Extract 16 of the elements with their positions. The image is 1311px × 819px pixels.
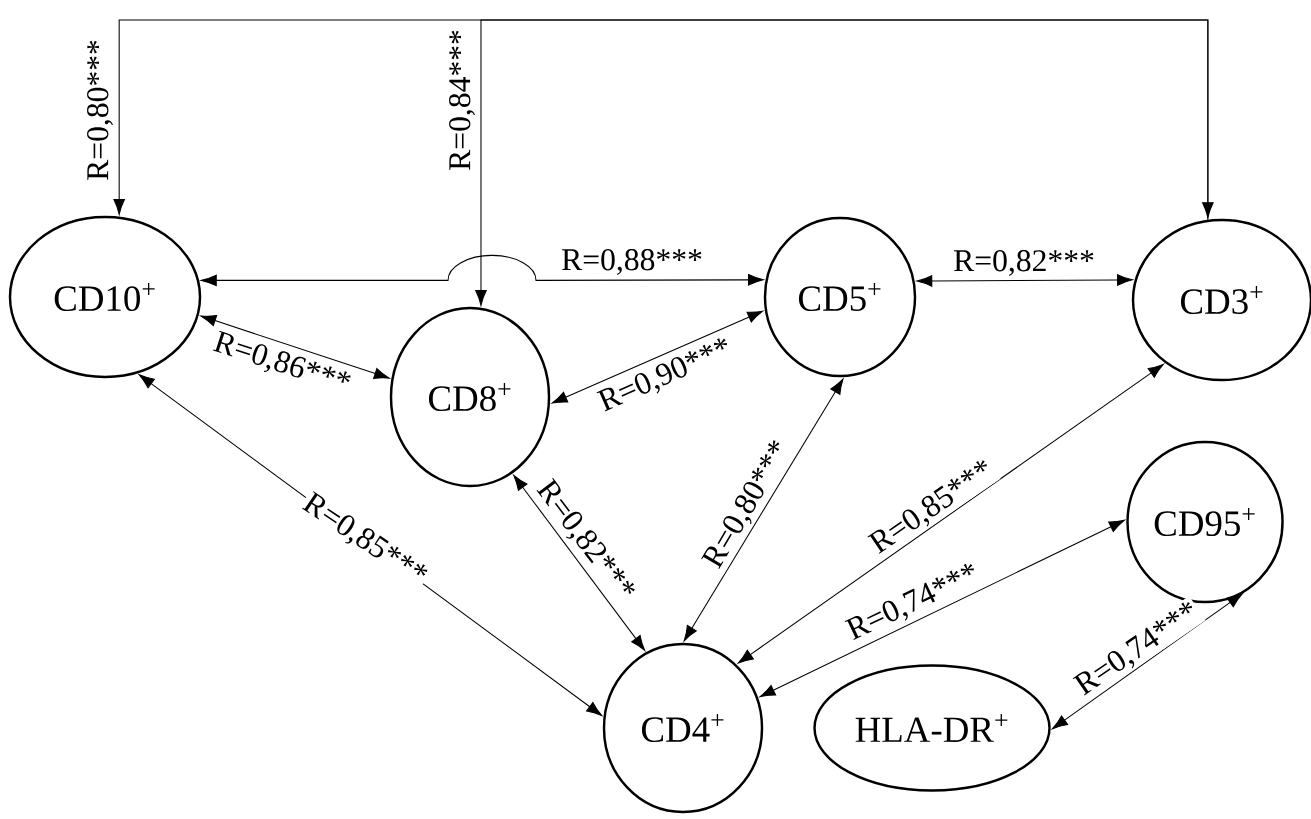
- arrow: [916, 274, 1133, 287]
- arrow: [475, 19, 1209, 306]
- arrow: [759, 519, 1125, 698]
- arrow: [551, 310, 764, 404]
- edge-label: R=0,86***: [208, 327, 356, 401]
- arrow: [737, 363, 1164, 664]
- arrow: [1052, 593, 1243, 730]
- arrow: [683, 378, 844, 642]
- arrow: [113, 19, 1214, 218]
- edge-label: R=0,88***: [559, 247, 705, 277]
- arrow: [513, 474, 646, 651]
- edge-label: R=0,82***: [951, 248, 1097, 278]
- arrow: [201, 254, 764, 287]
- arrow: [200, 315, 390, 380]
- edge-label: R=0,80***: [85, 37, 115, 183]
- edge-label: R=0,84***: [447, 27, 477, 173]
